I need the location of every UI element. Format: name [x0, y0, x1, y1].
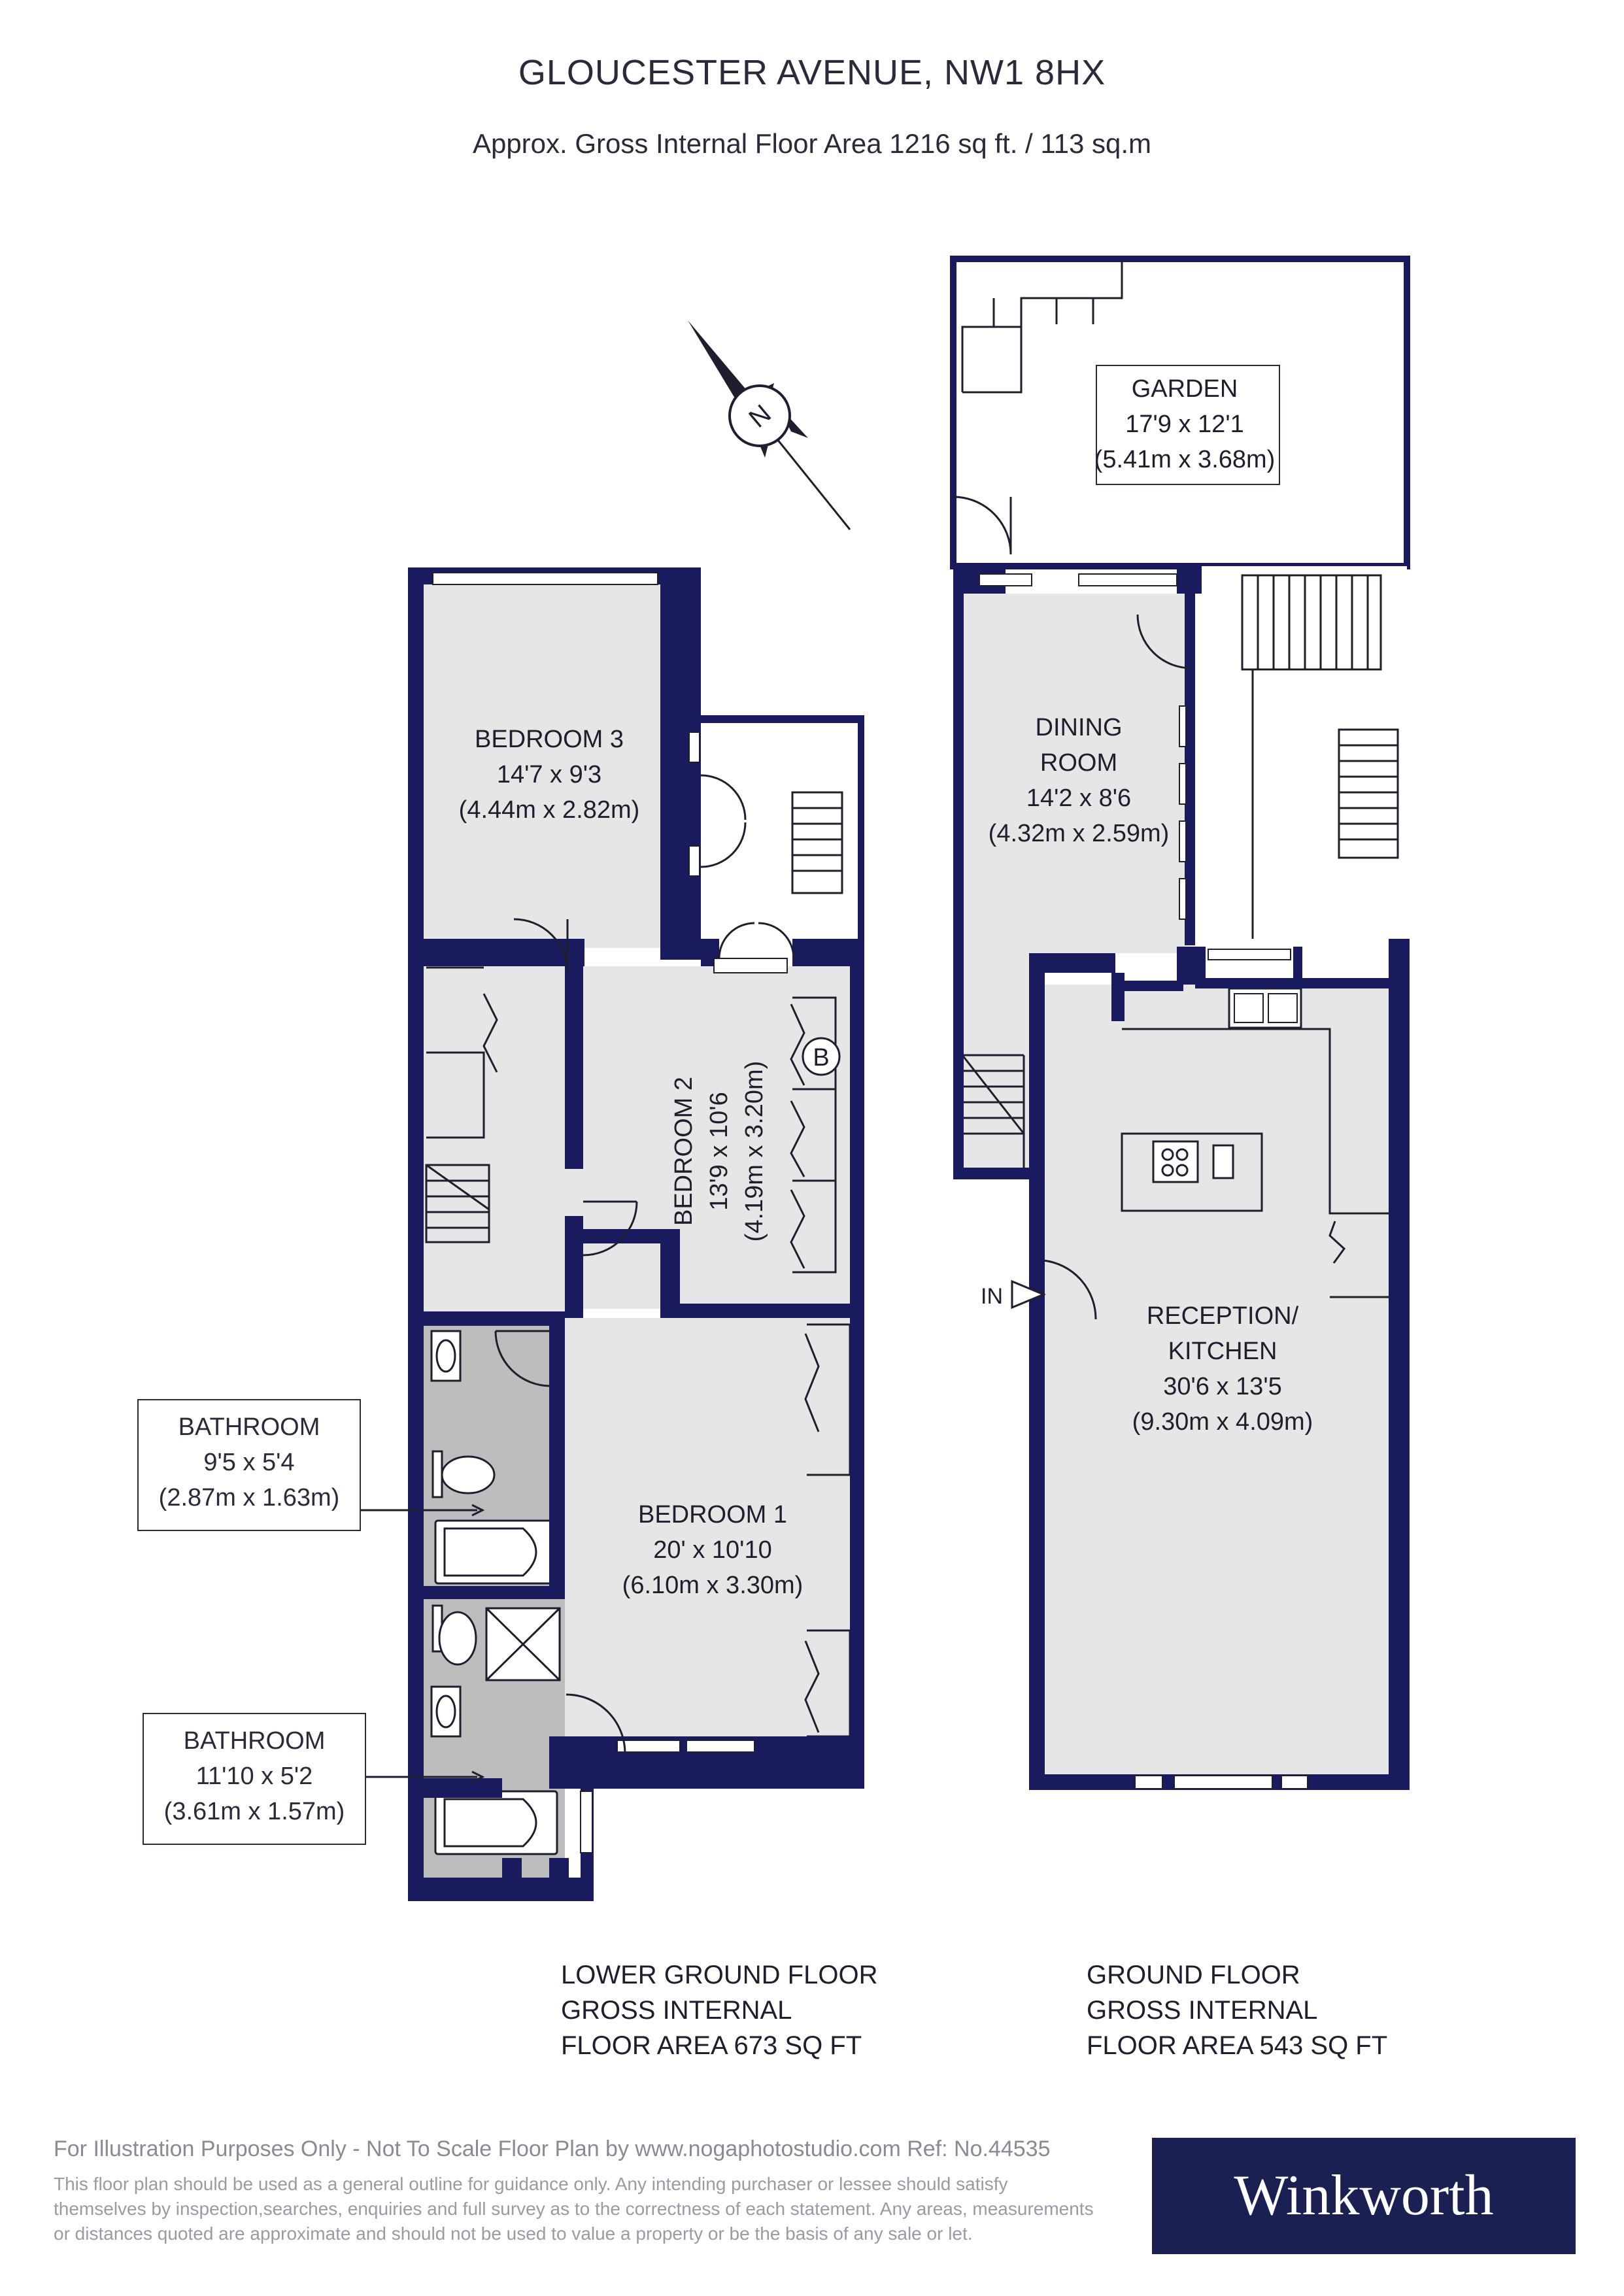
lower-floor-line-3: FLOOR AREA 673 SQ FT — [561, 2031, 862, 2060]
bedroom-1-imperial: 20' x 10'10 — [653, 1536, 772, 1564]
page-title: GLOUCESTER AVENUE, NW1 8HX — [518, 53, 1106, 92]
entrance-marker: IN — [981, 1284, 1003, 1309]
garden-label-box — [1096, 365, 1280, 485]
garden-imperial: 17'9 x 12'1 — [1125, 411, 1244, 438]
garden-name: GARDEN — [1131, 375, 1238, 403]
boiler-marker: B — [813, 1044, 829, 1072]
dining-metric: (4.32m x 2.59m) — [988, 820, 1170, 847]
floor-area-subtitle: Approx. Gross Internal Floor Area 1216 s… — [472, 128, 1152, 159]
ground-floor-line-2: GROSS INTERNAL — [1087, 1996, 1318, 2025]
bathroom-2-name: BATHROOM — [183, 1727, 326, 1755]
ground-floor-caption: GROUND FLOOR GROSS INTERNAL FLOOR AREA 5… — [1087, 1957, 1387, 2063]
bathroom-1-metric: (2.87m x 1.63m) — [158, 1484, 340, 1511]
footer-credit: For Illustration Purposes Only - Not To … — [54, 2136, 1051, 2161]
garden-metric: (5.41m x 3.68m) — [1094, 446, 1276, 473]
dining-room-label: DINING ROOM 14'2 x 8'6 (4.32m x 2.59m) — [981, 710, 1177, 851]
lower-ground-floor-plan: B — [408, 567, 864, 1901]
bathroom-callout-2: BATHROOM 11'10 x 5'2 (3.61m x 1.57m) — [143, 1713, 366, 1845]
brand-logo: Winkworth — [1152, 2138, 1576, 2254]
dining-name-2: ROOM — [1040, 749, 1118, 777]
bedroom-3-name: BEDROOM 3 — [474, 726, 624, 753]
disclaimer-line-2: themselves by inspection,searches, enqui… — [54, 2199, 1094, 2219]
garden-label: GARDEN 17'9 x 12'1 (5.41m x 3.68m) — [1093, 371, 1276, 477]
bathroom-2-metric: (3.61m x 1.57m) — [163, 1798, 345, 1825]
footer-disclaimer: This floor plan should be used as a gene… — [54, 2172, 1165, 2246]
bedroom-3-label: BEDROOM 3 14'7 x 9'3 (4.44m x 2.82m) — [445, 722, 654, 828]
dining-name-1: DINING — [1035, 714, 1123, 741]
bathroom-2-imperial: 11'10 x 5'2 — [195, 1763, 313, 1790]
bedroom-1-name: BEDROOM 1 — [637, 1501, 788, 1528]
bedroom-3-metric: (4.44m x 2.82m) — [458, 796, 640, 824]
bedroom-2-name: BEDROOM 2 — [670, 1076, 698, 1226]
lower-floor-line-2: GROSS INTERNAL — [561, 1996, 792, 2025]
dining-imperial: 14'2 x 8'6 — [1026, 785, 1132, 812]
bedroom-2-metric: (4.19m x 3.20m) — [741, 1060, 768, 1242]
ground-floor-plan — [950, 256, 1410, 1790]
bedroom-1-metric: (6.10m x 3.30m) — [622, 1572, 804, 1599]
bathroom-1-imperial: 9'5 x 5'4 — [203, 1449, 295, 1476]
bedroom-2-label: BEDROOM 2 13'9 x 10'6 (4.19m x 3.20m) — [666, 1027, 772, 1275]
lower-ground-floor-caption: LOWER GROUND FLOOR GROSS INTERNAL FLOOR … — [561, 1957, 877, 2063]
bedroom-3-imperial: 14'7 x 9'3 — [496, 761, 602, 788]
bathroom-callout-1: BATHROOM 9'5 x 5'4 (2.87m x 1.63m) — [137, 1399, 361, 1531]
compass-icon: N — [688, 320, 851, 530]
reception-imperial: 30'6 x 13'5 — [1163, 1373, 1282, 1400]
disclaimer-line-3: or distances quoted are approximate and … — [54, 2223, 973, 2244]
reception-kitchen-label: RECEPTION/ KITCHEN 30'6 x 13'5 (9.30m x … — [1111, 1298, 1334, 1440]
reception-name-2: KITCHEN — [1168, 1338, 1277, 1365]
lower-floor-line-1: LOWER GROUND FLOOR — [561, 1961, 878, 1989]
bedroom-2-imperial: 13'9 x 10'6 — [705, 1092, 733, 1211]
ground-floor-line-3: FLOOR AREA 543 SQ FT — [1087, 2031, 1388, 2060]
bathroom-1-name: BATHROOM — [178, 1413, 320, 1441]
reception-name-1: RECEPTION/ — [1146, 1302, 1299, 1330]
ground-floor-line-1: GROUND FLOOR — [1087, 1961, 1300, 1989]
reception-metric: (9.30m x 4.09m) — [1132, 1408, 1313, 1436]
bedroom-1-label: BEDROOM 1 20' x 10'10 (6.10m x 3.30m) — [601, 1497, 824, 1603]
disclaimer-line-1: This floor plan should be used as a gene… — [54, 2174, 1008, 2194]
